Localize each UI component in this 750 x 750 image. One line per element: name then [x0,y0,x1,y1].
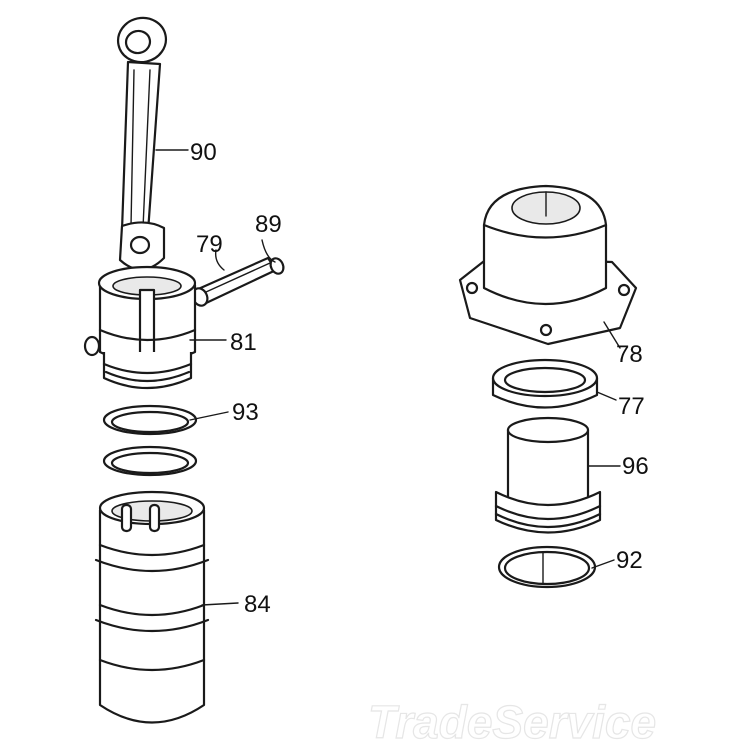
watermark: TradeService [368,696,656,748]
part-label-93: 93 [232,399,259,426]
part-label-84: 84 [244,591,271,618]
part-label-96: 96 [622,453,649,480]
valve-body-81 [83,265,197,390]
leader-lines [155,149,621,606]
snap-ring-92 [497,545,597,589]
handle-lever-90 [116,16,168,271]
part-label-79: 79 [196,231,223,258]
part-label-90: 90 [190,139,217,166]
part-label-77: 77 [618,393,645,420]
pin-79 [191,256,278,307]
o-ring-93 [102,404,198,477]
washer-ring-77 [491,358,599,409]
bushing-96 [494,416,602,534]
part-label-92: 92 [616,547,643,574]
part-label-89: 89 [255,211,282,238]
flanged-housing-78 [458,184,638,346]
part-label-78: 78 [616,341,643,368]
part-label-81: 81 [230,329,257,356]
cylinder-sleeve-84 [94,490,210,724]
